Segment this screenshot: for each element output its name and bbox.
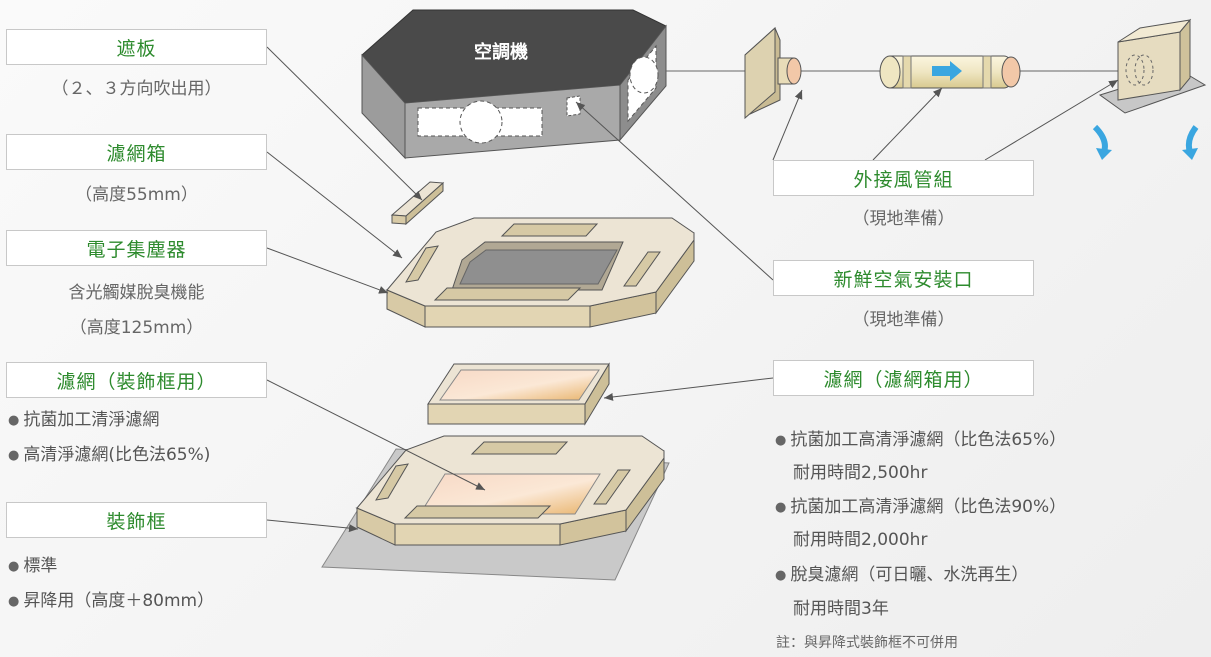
duct-sub: （現地準備） (852, 209, 955, 229)
ac-unit-label: 空調機 (474, 42, 528, 63)
boxed-filter-graphic (427, 362, 610, 426)
filter-box-sub: （高度55mm） (75, 185, 198, 205)
shield-plate-graphic (390, 181, 445, 226)
decoration-panel-graphic (321, 435, 670, 581)
shield-sub: （２、３方向吹出用） (51, 79, 222, 99)
filter-boxed-item: 抗菌加工高清淨濾網（比色法90%） (775, 492, 1066, 517)
filter-boxed-life: 耐用時間3年 (793, 599, 889, 619)
fresh-air-title: 新鮮空氣安裝口 (773, 260, 1034, 296)
filter-panel-item: 抗菌加工清淨濾網 (8, 405, 159, 430)
filter-boxed-life: 耐用時間2,000hr (793, 530, 928, 550)
duct-title: 外接風管組 (773, 160, 1034, 196)
fresh-air-sub: （現地準備） (852, 310, 955, 330)
leader-lines (266, 46, 1119, 533)
panel-title: 裝飾框 (6, 502, 267, 538)
filter-boxed-title: 濾網（濾網箱用） (773, 360, 1034, 396)
shield-title: 遮板 (6, 29, 267, 65)
filter-boxed-item: 脫臭濾網（可日曬、水洗再生） (775, 560, 1028, 585)
collector-sub2: （高度125mm） (69, 318, 204, 338)
collector-frame-graphic (385, 217, 695, 328)
filter-box-title: 濾網箱 (6, 134, 267, 170)
filter-boxed-life: 耐用時間2,500hr (793, 463, 928, 483)
filter-panel-title: 濾網（裝飾框用） (6, 362, 267, 398)
collector-sub1: 含光觸媒脫臭機能 (68, 283, 205, 303)
filter-boxed-item: 抗菌加工高清淨濾網（比色法65%） (775, 425, 1066, 450)
compat-note: 註：與昇降式裝飾框不可併用 (776, 635, 958, 651)
ac-unit-graphic (361, 9, 667, 160)
collector-title: 電子集塵器 (6, 230, 267, 266)
filter-panel-item: 高清淨濾網(比色法65%) (8, 440, 210, 465)
panel-item: 標準 (8, 551, 57, 576)
duct-set-graphic (666, 26, 1120, 120)
chamber-graphic (1092, 18, 1207, 160)
panel-item: 昇降用（高度＋80mm） (8, 586, 214, 611)
